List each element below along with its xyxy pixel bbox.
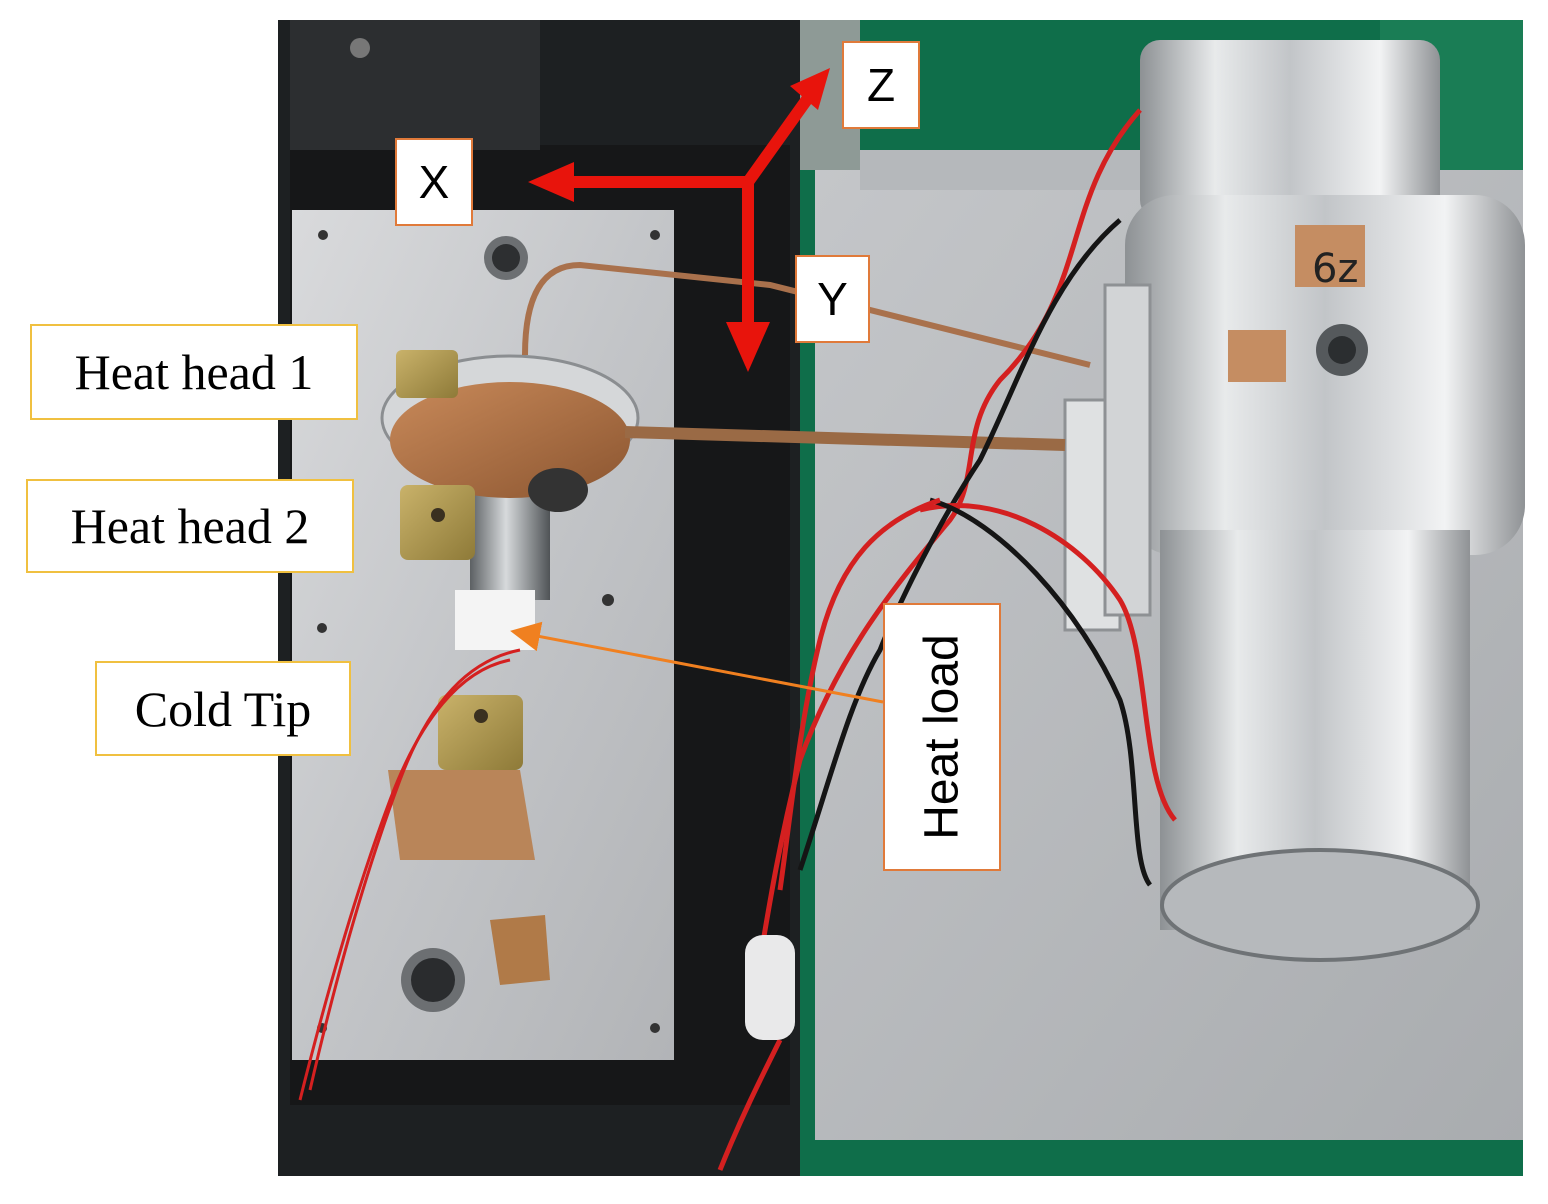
lead-wires [298,108,1177,1171]
axis-label-x: X [395,138,473,226]
cold-finger-assembly [380,261,1091,770]
axis-label-z-text: Z [866,59,896,111]
cryocooler-compressor [1063,40,1525,962]
wire-insulator [745,935,795,1040]
coordinate-axes [528,68,830,372]
label-heat-load-text: Heat load [915,634,969,840]
label-heat-load: Heat load [883,603,1001,871]
axis-label-z: Z [842,41,920,129]
label-cold-tip: Cold Tip [95,661,351,756]
heat-load-pointer-arrow [510,621,884,704]
axis-label-y-text: Y [817,273,848,325]
axis-label-x-text: X [418,156,450,208]
axis-label-y: Y [795,255,870,343]
label-heat-head-1-text: Heat head 1 [74,344,314,400]
label-heat-head-2-text: Heat head 2 [70,498,310,554]
label-cold-tip-text: Cold Tip [134,680,312,737]
cylinder-handwritten-mark: 6z [1312,246,1358,292]
label-heat-head-1: Heat head 1 [30,324,358,420]
label-heat-head-2: Heat head 2 [26,479,354,573]
